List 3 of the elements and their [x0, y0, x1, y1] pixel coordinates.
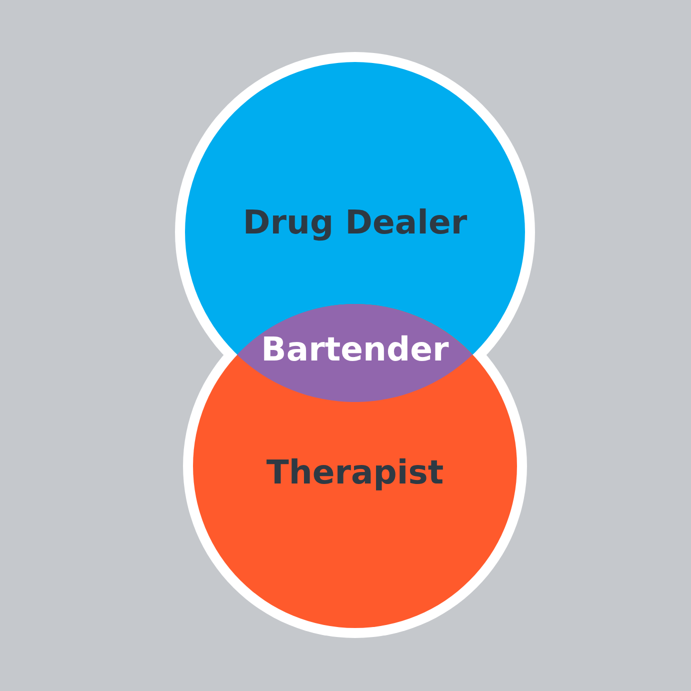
- venn-label: Bartender: [261, 328, 449, 370]
- venn-label: Drug Dealer: [242, 201, 468, 244]
- venn-label: Therapist: [266, 451, 444, 494]
